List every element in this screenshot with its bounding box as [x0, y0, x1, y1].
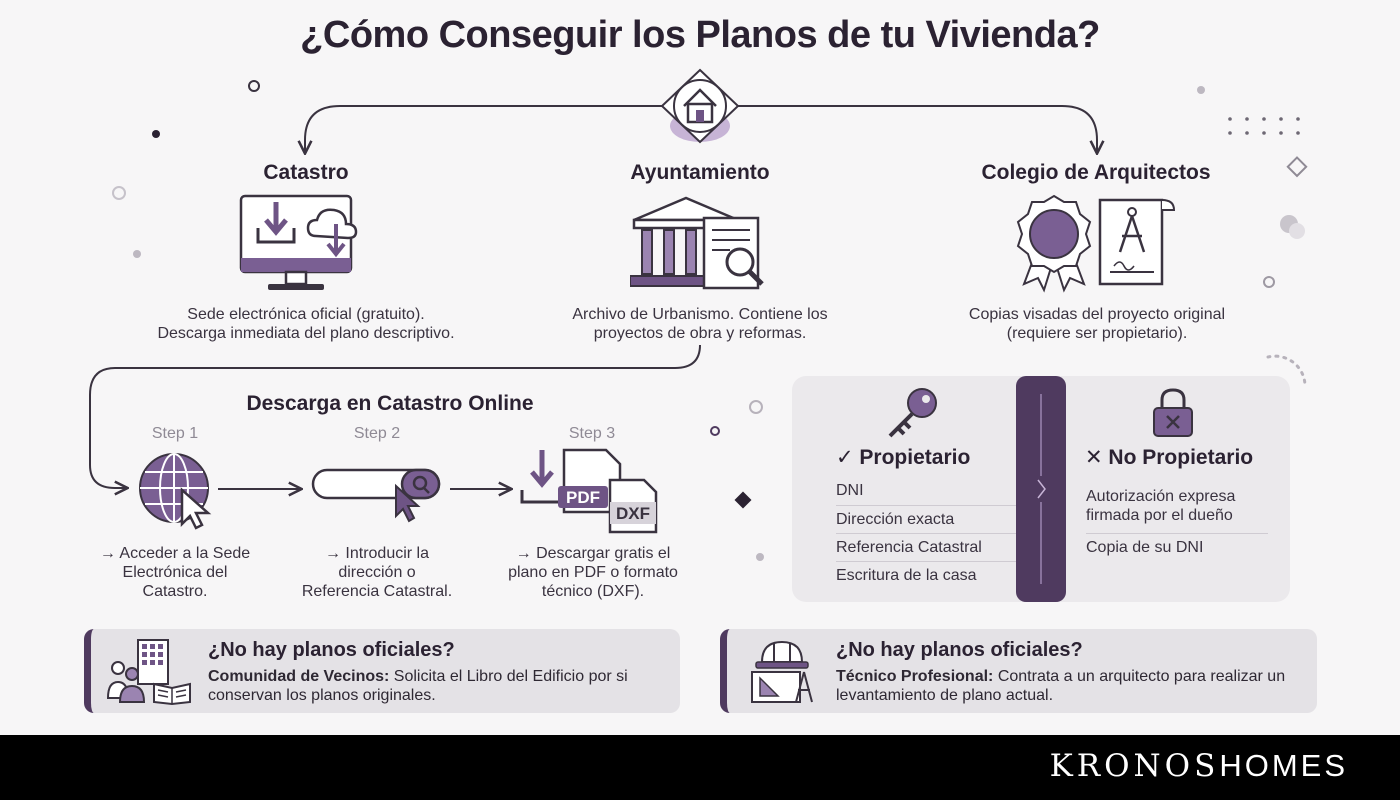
owner-req-item: Referencia Catastral [836, 534, 1016, 562]
architect-tools-icon [751, 640, 813, 703]
flow-title: Descarga en Catastro Online [246, 392, 534, 415]
step-3-line3: técnico (DXF). [541, 583, 645, 600]
step-2-desc: → Introducir la dirección o Referencia C… [272, 544, 482, 601]
pdf-label: PDF [566, 488, 600, 507]
step-3-line2: plano en PDF o formato [508, 564, 678, 581]
step-1-label: Step 1 [151, 425, 199, 442]
lock-icon [1153, 388, 1193, 437]
source-title-colegio-arquitectos: Colegio de Arquitectos [981, 161, 1211, 184]
step-1-desc: → Acceder a la Sede Electrónica del Cata… [70, 544, 280, 601]
step-1-line1: → Acceder a la Sede [99, 545, 251, 562]
step-3-label: Step 3 [568, 425, 616, 442]
step-2-line3: Referencia Catastral. [301, 583, 453, 600]
dxf-file-icon: DXF [608, 478, 658, 534]
non-owner-req-line: firmada por el dueño [1086, 507, 1233, 524]
key-icon [888, 388, 937, 438]
source-desc-ayuntamiento-line1: Archivo de Urbanismo. Contiene los [572, 306, 828, 323]
alternative-title-neighbors: ¿No hay planos oficiales? [208, 639, 455, 661]
alternative-line1-neighbors: Solicita el Libro del Edificio por si [389, 668, 628, 685]
step-1-line3: Catastro. [142, 583, 208, 600]
brand-part1: KRONOS [1049, 748, 1220, 784]
step-2-line2: dirección o [338, 564, 416, 581]
step-2-line1: → Introducir la [324, 545, 430, 562]
owner-req-item: DNI [836, 478, 1016, 506]
source-desc-colegio-line2: (requiere ser propietario). [1006, 325, 1188, 342]
footer-bar [0, 735, 1400, 800]
non-owner-column-title: ✕ No Propietario [1085, 446, 1254, 469]
connector-lines [89, 80, 1308, 561]
alternative-text-professional-line1: Técnico Profesional: Contrata a un arqui… [836, 667, 1306, 686]
source-desc-ayuntamiento: Archivo de Urbanismo. Contiene los proye… [530, 305, 870, 343]
main-title: ¿Cómo Conseguir los Planos de tu Viviend… [300, 14, 1100, 56]
source-title-ayuntamiento: Ayuntamiento [630, 161, 770, 184]
step-1-line2: Electrónica del [122, 564, 228, 581]
source-desc-colegio-arquitectos: Copias visadas del proyecto original (re… [930, 305, 1264, 343]
blueprint-compass-icon [1098, 198, 1176, 286]
download-monitor-icon [239, 194, 358, 290]
owner-requirements-list: DNI Dirección exacta Referencia Catastra… [836, 478, 1016, 590]
home-icon [660, 68, 740, 144]
search-bar-icon [311, 468, 441, 523]
alternative-text-professional: Técnico Profesional: Contrata a un arqui… [836, 667, 1306, 705]
brand-logo: KRONOSHOMES [1050, 748, 1348, 784]
alternative-line1-professional: Contrata a un arquitecto para realizar u… [993, 668, 1286, 685]
dxf-label: DXF [616, 504, 650, 523]
alternative-card-professional [720, 629, 1317, 713]
globe-cursor-icon [139, 453, 212, 530]
pdf-file-icon: PDF DXF [520, 448, 658, 534]
owner-req-item: Escritura de la casa [836, 567, 977, 584]
source-desc-catastro-line1: Sede electrónica oficial (gratuito). [187, 306, 425, 323]
alternative-bold-neighbors: Comunidad de Vecinos: [208, 668, 390, 685]
alternative-line2-neighbors: conservan los planos originales. [208, 687, 436, 704]
source-desc-ayuntamiento-line2: proyectos de obra y reformas. [593, 325, 807, 342]
step-3-desc: → Descargar gratis el plano en PDF o for… [478, 544, 708, 601]
divider-chevron [1037, 394, 1046, 584]
non-owner-requirements-list: Autorización expresa firmada por el dueñ… [1086, 478, 1268, 562]
non-owner-req-item: Autorización expresa firmada por el dueñ… [1086, 478, 1268, 534]
alternative-text-neighbors-line1: Comunidad de Vecinos: Solicita el Libro … [208, 667, 668, 686]
step-3-line1: → Descargar gratis el [515, 545, 671, 562]
owner-req-item: Dirección exacta [836, 506, 1016, 534]
alternative-bold-professional: Técnico Profesional: [836, 668, 994, 685]
owner-column-title: ✓ Propietario [836, 446, 971, 469]
source-desc-colegio-line1: Copias visadas del proyecto original [968, 306, 1226, 323]
town-hall-icon [630, 196, 764, 290]
alternative-line2-professional: levantamiento de plano actual. [836, 687, 1054, 704]
alternative-text-neighbors: Comunidad de Vecinos: Solicita el Libro … [208, 667, 668, 705]
non-owner-req-line: Autorización expresa [1086, 488, 1236, 505]
source-title-catastro: Catastro [263, 161, 349, 184]
source-desc-catastro: Sede electrónica oficial (gratuito). Des… [120, 305, 492, 343]
step-2-label: Step 2 [353, 425, 401, 442]
non-owner-req-item: Copia de su DNI [1086, 539, 1204, 556]
source-desc-catastro-line2: Descarga inmediata del plano descriptivo… [157, 325, 455, 342]
brand-part2: HOMES [1219, 748, 1348, 783]
alternative-title-professional: ¿No hay planos oficiales? [836, 639, 1083, 661]
neighbors-building-icon [106, 639, 191, 706]
seal-badge-icon [1016, 194, 1176, 293]
